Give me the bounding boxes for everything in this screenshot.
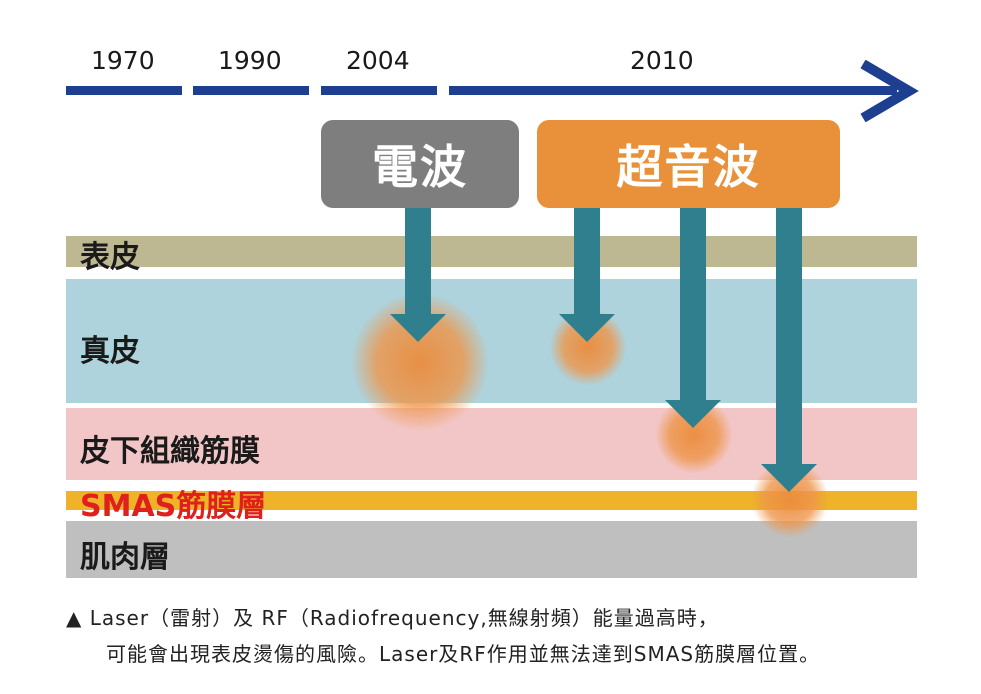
rf-arrow-head-icon	[390, 314, 446, 342]
ultrasound-arrow-1-head-icon	[559, 314, 615, 342]
layer-smas	[66, 491, 917, 510]
layer-dermis	[66, 279, 917, 403]
ultrasound-arrow-2-head-icon	[665, 400, 721, 428]
footnote-line-1: ▲ Laser（雷射）及 RF（Radiofrequency,無線射頻）能量過高…	[66, 606, 719, 630]
rf-arrow-shaft	[405, 205, 431, 317]
year-2004: 2004	[346, 46, 410, 75]
layer-epidermis	[66, 236, 917, 267]
year-2010: 2010	[630, 46, 694, 75]
label-epidermis: 表皮	[80, 240, 140, 275]
timeline-arrowhead-icon	[860, 60, 919, 122]
footnote-line-2: 可能會出現表皮燙傷的風險。Laser及RF作用並無法達到SMAS筋膜層位置。	[106, 642, 821, 666]
rf-box: 電波	[321, 120, 519, 208]
timeline-segment-3	[321, 86, 437, 95]
label-muscle: 肌肉層	[80, 540, 170, 575]
ultrasound-arrow-1-shaft	[574, 205, 600, 317]
year-1990: 1990	[218, 46, 282, 75]
timeline-segment-1	[66, 86, 182, 95]
timeline-segment-4	[449, 86, 897, 95]
label-subcutaneous: 皮下組織筋膜	[80, 434, 260, 469]
ultrasound-arrow-2-shaft	[680, 205, 706, 403]
timeline-segment-2	[193, 86, 309, 95]
ultrasound-box: 超音波	[537, 120, 840, 208]
ultrasound-arrow-3-head-icon	[761, 464, 817, 492]
ultrasound-arrow-3-shaft	[776, 205, 802, 467]
year-1970: 1970	[91, 46, 155, 75]
label-dermis: 真皮	[80, 334, 140, 369]
label-smas: SMAS筋膜層	[80, 489, 267, 524]
